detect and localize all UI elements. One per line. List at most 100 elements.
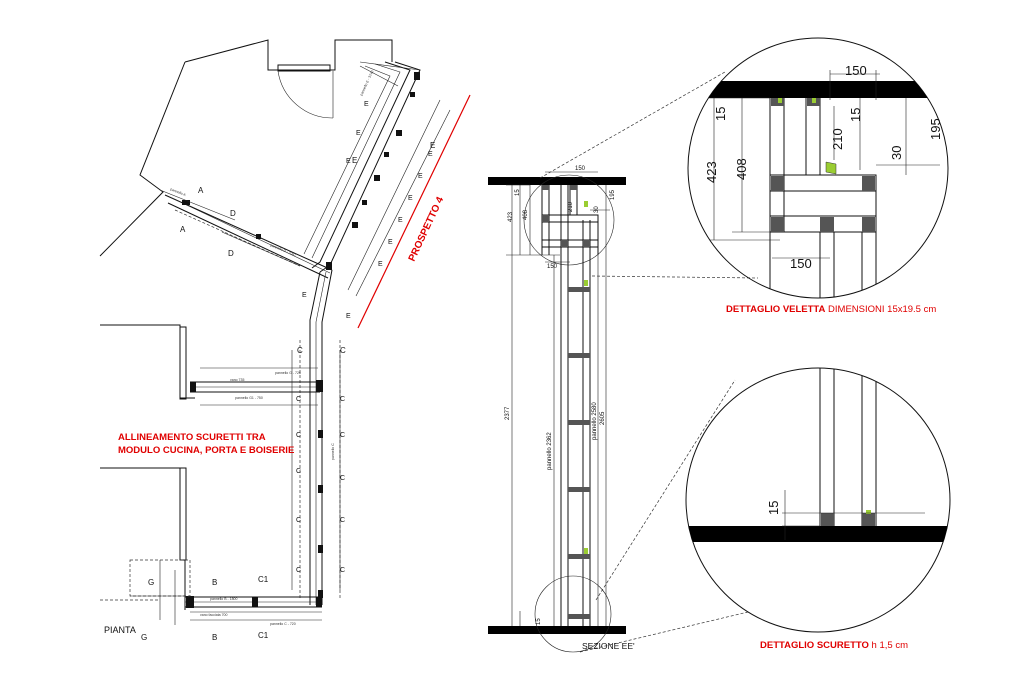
cabinet-run-bottom [185, 596, 322, 608]
leader-scuretto-top [595, 379, 736, 601]
svg-text:D: D [230, 209, 236, 218]
section-title: SEZIONE EE' [582, 641, 635, 651]
plan-dimension-lines [159, 99, 451, 621]
svg-text:G: G [141, 633, 147, 642]
plan-wall-lower-lower [100, 467, 186, 610]
svg-text:15: 15 [515, 189, 521, 196]
plan-wall-top [184, 39, 393, 71]
svg-text:408: 408 [734, 158, 749, 180]
svg-text:15: 15 [536, 618, 542, 625]
section-dim-lines [506, 171, 610, 626]
section-scuretti [542, 185, 590, 619]
svg-text:E: E [364, 101, 369, 108]
svg-text:E: E [346, 158, 351, 165]
svg-text:C: C [340, 346, 346, 355]
section-marks: A A D D E E C C B B C1 C1 G G [141, 141, 435, 642]
svg-text:C: C [340, 517, 345, 524]
svg-text:C: C [296, 517, 301, 524]
floor-plan: PROSPETTO 4 pannello D - 2087 pannello E… [99, 39, 471, 642]
svg-text:pannello 2362: pannello 2362 [547, 432, 553, 470]
svg-text:C: C [296, 567, 301, 574]
svg-text:C: C [296, 468, 301, 475]
svg-text:C: C [296, 396, 301, 403]
cabinet-run-diagonal [303, 61, 421, 273]
svg-text:E: E [352, 156, 357, 165]
detail-scuretto-circle [685, 367, 951, 633]
svg-text:C: C [340, 432, 345, 439]
svg-text:A: A [198, 186, 204, 195]
svg-text:E: E [408, 195, 413, 202]
svg-text:pannello D - 2087: pannello D - 2087 [270, 243, 297, 257]
svg-text:E: E [302, 292, 307, 299]
svg-text:pannello A: pannello A [170, 187, 187, 197]
svg-text:C: C [340, 475, 345, 482]
svg-text:195: 195 [928, 118, 943, 140]
svg-text:15: 15 [713, 107, 728, 121]
svg-text:30: 30 [594, 206, 600, 213]
svg-text:pannello C: pannello C [331, 443, 335, 460]
svg-text:pannello E - 3740: pannello E - 3740 [359, 70, 374, 97]
section-callout-scuretto [534, 575, 612, 653]
svg-text:30: 30 [889, 146, 904, 160]
svg-text:G: G [148, 578, 154, 587]
svg-text:pannello B - 1800: pannello B - 1800 [210, 597, 237, 601]
svg-text:2605: 2605 [600, 411, 606, 425]
svg-text:150: 150 [790, 256, 812, 271]
svg-text:150: 150 [575, 166, 586, 172]
svg-text:150: 150 [547, 264, 558, 270]
svg-text:C: C [340, 567, 345, 574]
c-markers: C C C C C C C C C C [296, 396, 345, 574]
leader-veletta-bottom [591, 275, 759, 279]
svg-text:C: C [296, 432, 301, 439]
detail-scuretto-label: DETTAGLIO SCURETTO h 1,5 cm [760, 640, 908, 651]
svg-text:E: E [428, 151, 433, 158]
cabinet-run-left [164, 194, 333, 279]
svg-text:15: 15 [848, 108, 863, 122]
prospetto-4-label: PROSPETTO 4 [407, 195, 447, 263]
svg-text:pannello G1 - 750: pannello G1 - 750 [235, 396, 263, 400]
svg-text:pannello C - 720: pannello C - 720 [270, 622, 296, 626]
svg-text:210: 210 [830, 128, 845, 150]
detail-veletta: 150 15 423 408 210 15 30 195 150 DETTAGL… [687, 37, 949, 315]
svg-text:C1: C1 [258, 575, 269, 584]
annotation-line-2: MODULO CUCINA, PORTA E BOISERIE [118, 445, 294, 456]
svg-text:2377: 2377 [505, 406, 511, 420]
svg-text:E: E [356, 130, 361, 137]
svg-text:E: E [418, 173, 423, 180]
svg-text:B: B [212, 578, 217, 587]
plan-bottom-left [100, 559, 191, 625]
cabinet-run-vertical [299, 269, 341, 605]
plan-wall-left [99, 61, 186, 257]
svg-text:E: E [346, 313, 351, 320]
prospetto-4-line [357, 94, 471, 329]
section-bottom-slab [488, 626, 626, 634]
svg-text:210: 210 [568, 201, 574, 212]
svg-text:423: 423 [508, 211, 514, 222]
svg-text:423: 423 [704, 161, 719, 183]
svg-text:vano facciata 700: vano facciata 700 [200, 613, 227, 617]
svg-text:E: E [388, 239, 393, 246]
svg-text:C: C [340, 396, 345, 403]
svg-text:408: 408 [523, 209, 529, 220]
e-markers: EEE EEE EEE EE [302, 101, 433, 320]
plan-title: PIANTA [104, 625, 136, 635]
svg-text:vano 735: vano 735 [230, 378, 244, 382]
detail-veletta-circle [687, 37, 949, 299]
svg-text:B: B [212, 633, 217, 642]
leader-scuretto-bottom [579, 611, 749, 653]
svg-text:E: E [378, 261, 383, 268]
svg-text:15: 15 [766, 501, 781, 515]
cabinet-run-middle [190, 380, 322, 393]
detail-scuretto: 15 DETTAGLIO SCURETTO h 1,5 cm [685, 367, 951, 651]
svg-text:pannello G - 726: pannello G - 726 [275, 371, 301, 375]
section-callout-veletta [523, 174, 615, 266]
svg-text:E: E [430, 141, 435, 150]
svg-text:D: D [228, 249, 234, 258]
svg-text:pannello 2580: pannello 2580 [592, 402, 598, 440]
svg-text:C1: C1 [258, 631, 269, 640]
svg-text:A: A [180, 225, 186, 234]
plan-wall-lower-upper [100, 324, 195, 399]
svg-text:195: 195 [610, 189, 616, 200]
plan-door-frame [277, 64, 331, 72]
